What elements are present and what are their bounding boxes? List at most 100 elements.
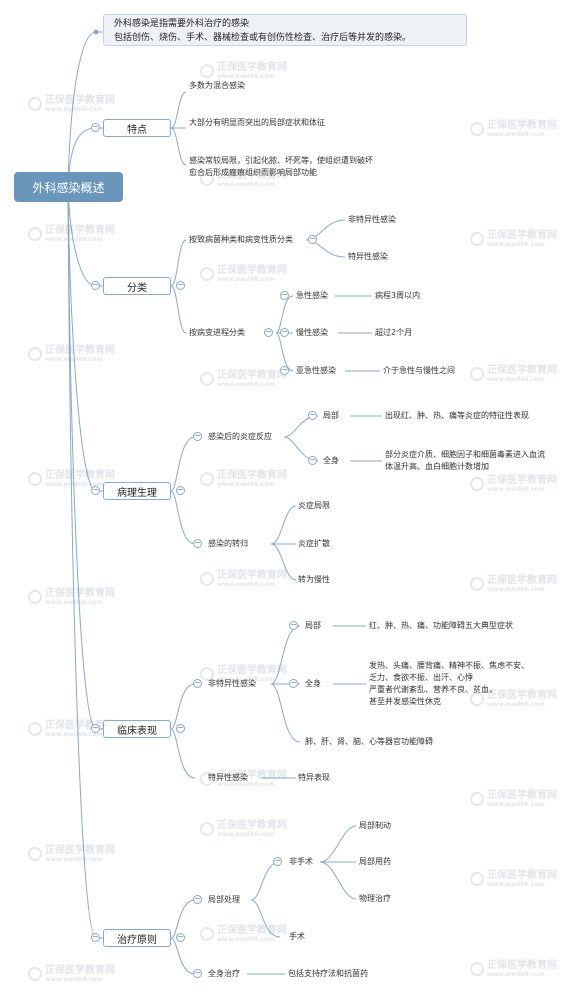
collapse-icon[interactable]: − bbox=[91, 122, 100, 132]
collapse-icon[interactable]: − bbox=[273, 856, 282, 866]
clinical-systemic-line-4: 甚至并发感染性休克 bbox=[369, 697, 441, 706]
collapse-icon[interactable]: − bbox=[91, 485, 100, 495]
collapse-icon[interactable]: − bbox=[308, 455, 317, 465]
collapse-icon[interactable]: − bbox=[308, 234, 317, 244]
classification-by-course: 按病变进程分类 bbox=[189, 328, 245, 337]
pathophysiology-local-desc: 出现红、肿、热、痛等炎症的特征性表现 bbox=[385, 411, 529, 420]
collapse-icon[interactable]: − bbox=[289, 678, 298, 688]
collapse-icon[interactable]: − bbox=[176, 723, 185, 733]
treatment-local: 局部处理 bbox=[208, 895, 240, 904]
pathophysiology-local: 局部 bbox=[323, 411, 339, 420]
classification-chronic: 慢性感染 bbox=[296, 328, 328, 337]
collapse-icon[interactable]: − bbox=[176, 280, 185, 290]
clinical-nonspecific: 非特异性感染 bbox=[208, 679, 256, 688]
treatment-physio: 物理治疗 bbox=[359, 894, 391, 903]
clinical-systemic-line-2: 乏力、食欲不振、出汗、心悸 bbox=[369, 673, 473, 682]
treatment-surgery: 手术 bbox=[289, 932, 305, 941]
features-item-3-line-2: 愈合后形成瘢痕组织而影响局部功能 bbox=[189, 168, 317, 177]
clinical-local: 局部 bbox=[305, 621, 321, 630]
collapse-icon[interactable]: − bbox=[280, 290, 289, 300]
collapse-icon[interactable]: − bbox=[308, 410, 317, 420]
features-item-1: 多数为混合感染 bbox=[189, 81, 245, 90]
collapse-icon[interactable]: − bbox=[193, 678, 202, 688]
collapse-icon[interactable]: − bbox=[193, 968, 202, 978]
pathophysiology-inflammatory: 感染后的炎症反应 bbox=[208, 432, 272, 441]
collapse-icon[interactable]: − bbox=[91, 932, 100, 942]
definition-line-2: 包括创伤、烧伤、手术、器械检查或有创伤性检查、治疗后等并发的感染。 bbox=[114, 33, 412, 43]
classification-nonspecific: 非特异性感染 bbox=[348, 215, 396, 224]
clinical-specific: 特异性感染 bbox=[208, 773, 248, 782]
features-label: 特点 bbox=[127, 124, 147, 136]
collapse-icon[interactable]: − bbox=[91, 280, 100, 290]
definition-node[interactable]: 外科感染是指需要外科治疗的感染 包括创伤、烧伤、手术、器械检查或有创伤性检查、治… bbox=[103, 14, 467, 46]
collapse-icon[interactable]: − bbox=[280, 365, 289, 375]
collapse-icon[interactable]: − bbox=[91, 723, 100, 733]
collapse-icon[interactable]: − bbox=[193, 894, 202, 904]
pathophysiology-systemic-line-2: 体温升高、血白细胞计数增加 bbox=[385, 462, 489, 471]
classification-specific: 特异性感染 bbox=[348, 252, 388, 261]
collapse-icon[interactable]: − bbox=[264, 327, 273, 337]
treatment-nonsurgical: 非手术 bbox=[289, 857, 313, 866]
classification-acute-desc: 病程3周以内 bbox=[375, 291, 421, 300]
collapse-icon[interactable]: − bbox=[176, 932, 185, 942]
pathophysiology-outcome-3: 转为慢性 bbox=[298, 575, 330, 584]
collapse-icon[interactable]: − bbox=[280, 327, 289, 337]
pathophysiology-systemic: 全身 bbox=[323, 456, 339, 465]
collapse-icon[interactable]: − bbox=[193, 538, 202, 548]
classification-subacute-desc: 介于急性与慢性之间 bbox=[383, 366, 455, 375]
clinical-systemic-line-3: 严重者代谢紊乱、营养不良、贫血， bbox=[369, 685, 497, 694]
classification-node[interactable]: 分类 bbox=[103, 277, 171, 295]
clinical-systemic: 全身 bbox=[305, 679, 321, 688]
collapse-icon[interactable]: − bbox=[289, 620, 298, 630]
classification-by-pathogen: 按致病菌种类和病变性质分类 bbox=[189, 235, 293, 244]
treatment-node[interactable]: 治疗原则 bbox=[103, 929, 171, 947]
treatment-systemic-desc: 包括支持疗法和抗菌药 bbox=[288, 969, 368, 978]
features-item-2: 大部分有明显而突出的局部症状和体征 bbox=[189, 118, 325, 127]
root-node-label: 外科感染概述 bbox=[32, 180, 105, 195]
treatment-brake: 局部制动 bbox=[359, 821, 391, 830]
features-node[interactable]: 特点 bbox=[103, 119, 171, 137]
pathophysiology-systemic-line-1: 部分炎症介质、细胞因子和细菌毒素进入血流 bbox=[385, 450, 545, 459]
clinical-organ: 肺、肝、肾、脑、心等器官功能障碍 bbox=[305, 737, 433, 746]
clinical-systemic-line-1: 发热、头痛、腰背痛、精神不振、焦虑不安、 bbox=[369, 661, 529, 670]
treatment-systemic: 全身治疗 bbox=[208, 969, 240, 978]
classification-label: 分类 bbox=[127, 282, 147, 294]
pathophysiology-outcome-1: 炎症局限 bbox=[298, 501, 330, 510]
pathophysiology-outcome: 感染的转归 bbox=[208, 539, 248, 548]
pathophysiology-outcome-2: 炎症扩散 bbox=[298, 539, 330, 548]
treatment-label: 治疗原则 bbox=[117, 934, 157, 946]
collapse-icon[interactable]: − bbox=[193, 431, 202, 441]
pathophysiology-label: 病理生理 bbox=[117, 487, 157, 499]
classification-chronic-desc: 超过2个月 bbox=[375, 328, 413, 337]
collapse-icon[interactable]: − bbox=[176, 485, 185, 495]
features-item-3-line-1: 感染常较局限，引起化脓、坏死等，使组织遭到破坏 bbox=[189, 156, 373, 165]
clinical-local-desc: 红、肿、热、痛、功能障碍五大典型症状 bbox=[369, 621, 513, 630]
root-node[interactable]: 外科感染概述 bbox=[14, 172, 123, 202]
classification-acute: 急性感染 bbox=[296, 291, 328, 300]
clinical-node[interactable]: 临床表现 bbox=[103, 720, 171, 738]
pathophysiology-node[interactable]: 病理生理 bbox=[103, 482, 171, 500]
treatment-medication: 局部用药 bbox=[359, 857, 391, 866]
